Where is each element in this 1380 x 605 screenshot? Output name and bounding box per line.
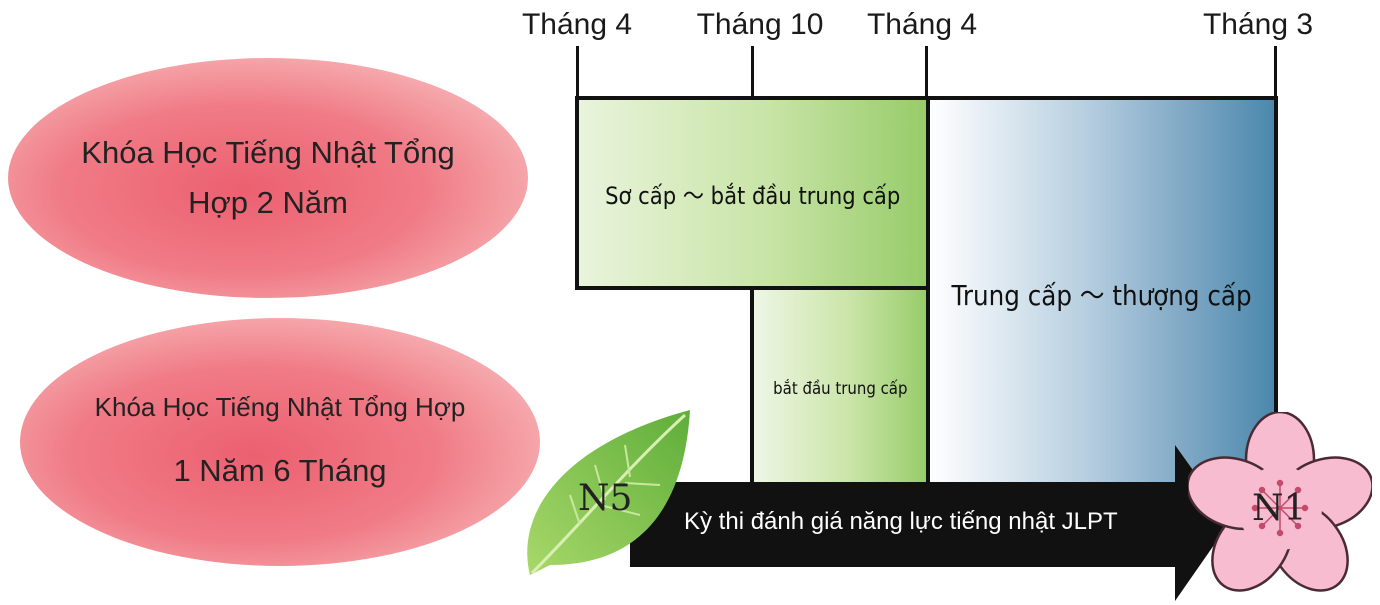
course-1-5-year-line1: Khóa Học Tiếng Nhật Tổng Hợp — [94, 392, 466, 423]
course-2-year-line2: Hợp 2 Năm — [188, 185, 348, 220]
course-1-5-year-line2: 1 Năm 6 Tháng — [173, 452, 387, 488]
month-label-1: Tháng 4 — [521, 8, 633, 41]
month-label-3: Tháng 4 — [866, 8, 978, 41]
month-label-4: Tháng 3 — [1202, 8, 1314, 41]
stage-intermediate-to-advanced-label: Trung cấp ～ thượng cấp — [951, 279, 1253, 312]
timeline-tick — [925, 46, 928, 98]
course-2-year-line1: Khóa Học Tiếng Nhật Tổng — [81, 135, 455, 171]
timeline-tick — [1274, 46, 1277, 98]
stage-intermediate-to-advanced: Trung cấp ～ thượng cấp — [926, 96, 1278, 492]
flower-icon — [1188, 412, 1372, 592]
stage-start-intermediate: bắt đầu trung cấp — [750, 286, 930, 492]
stage-start-intermediate-label: bắt đầu trung cấp — [772, 379, 908, 399]
timeline-tick — [751, 46, 754, 98]
month-label-2: Tháng 10 — [696, 8, 824, 41]
stage-beginner-to-intermediate-label: Sơ cấp ～ bắt đầu trung cấp — [604, 181, 901, 210]
timeline-tick — [576, 46, 579, 98]
leaf-icon — [527, 410, 690, 575]
level-n1: N1 — [1252, 488, 1307, 529]
jlpt-label: Kỳ thi đánh giá năng lực tiếng nhật JLPT — [684, 508, 1118, 535]
stage-beginner-to-intermediate: Sơ cấp ～ bắt đầu trung cấp — [575, 96, 930, 290]
course-1-5-year: Khóa Học Tiếng Nhật Tổng Hợp 1 Năm 6 Thá… — [20, 318, 540, 566]
level-n5: N5 — [578, 478, 633, 519]
jlpt-arrow — [630, 445, 1230, 601]
course-2-year: Khóa Học Tiếng Nhật Tổng Hợp 2 Năm — [8, 58, 528, 298]
